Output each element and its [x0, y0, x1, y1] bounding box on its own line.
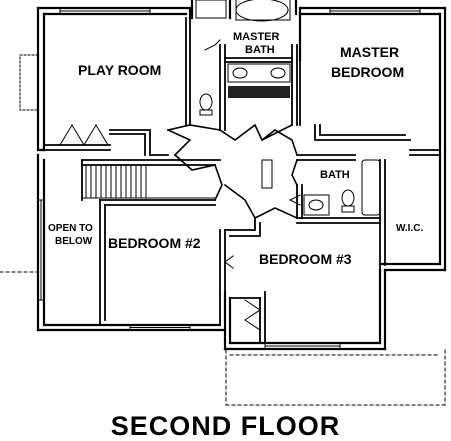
tub-icon: [361, 159, 381, 216]
vanity-icon: [227, 63, 291, 83]
sink-icon: [232, 67, 248, 79]
sink-icon: [270, 67, 286, 79]
hall-skylight: [261, 159, 273, 189]
toilet-icon: [199, 93, 213, 111]
label-master-bath-1: MASTER: [233, 31, 280, 43]
tub-icon: [235, 0, 289, 22]
label-open-to-below-2: BELOW: [55, 236, 93, 247]
exterior-dashed: [0, 271, 446, 406]
doors: [59, 39, 301, 331]
hall-walls: [166, 123, 299, 220]
label-open-to-below-1: OPEN TO: [48, 223, 93, 234]
label-master-bedroom-2: BEDROOM: [331, 64, 404, 80]
windows: [37, 7, 421, 350]
floor-title: SECOND FLOOR: [110, 411, 341, 441]
label-master-bedroom-1: MASTER: [340, 44, 399, 60]
label-master-bath-2: BATH: [245, 44, 275, 56]
shower-icon: [195, 0, 227, 19]
interior-walls: [43, 17, 441, 344]
floor-plan: PLAY ROOM MASTER BATH MASTER BEDROOM BAT…: [0, 0, 447, 406]
sink-icon: [308, 199, 324, 211]
label-play-room: PLAY ROOM: [78, 62, 161, 78]
label-bedroom-3: BEDROOM #3: [259, 251, 352, 267]
tile-strip: [228, 86, 290, 98]
outer-walls: [36, 0, 447, 351]
fixtures: [195, 0, 381, 216]
label-bedroom-2: BEDROOM #2: [108, 235, 201, 251]
label-wic: W.I.C.: [396, 223, 423, 234]
bay-window: [19, 54, 39, 111]
vanity-icon: [303, 194, 330, 216]
toilet-icon: [341, 189, 355, 207]
stairs: [81, 164, 216, 199]
label-bath: BATH: [320, 169, 350, 181]
